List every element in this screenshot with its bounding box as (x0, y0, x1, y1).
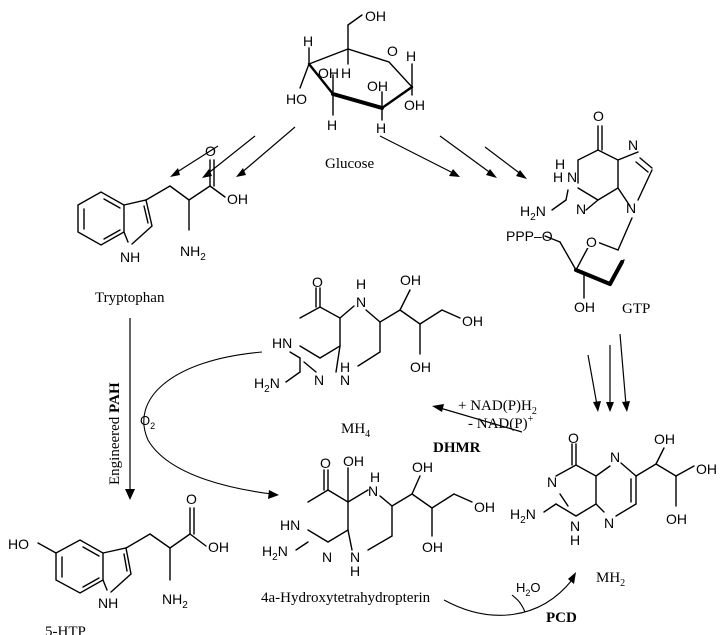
hydroxy-structure: O HN H2N N OH N H N H OH OH OH 4a-Hydrox… (261, 453, 495, 606)
htp-structure: HO NH O OH NH2 5-HTP (8, 491, 229, 635)
hydroxy-label: 4a-Hydroxytetrahydropterin (261, 590, 431, 606)
mh4-oh: OH (462, 313, 483, 329)
mh2-oh: OH (654, 431, 675, 447)
mh4-nh: N (356, 294, 366, 310)
mh2-label: MH2 (596, 570, 625, 589)
gtp-n1: N (567, 169, 577, 185)
tryptophan-nh: NH (120, 249, 140, 265)
mh4-hn: HN (272, 335, 292, 351)
gtp-n7: N (628, 137, 638, 153)
htp-nh2: NH2 (162, 591, 188, 611)
gtp-ppp-o: PPP–O (506, 228, 553, 244)
gtp-oh: OH (574, 299, 595, 315)
mh2-oh: OH (666, 511, 687, 527)
hydroxy-nh-bottom: N (350, 549, 360, 565)
mh4-o: O (312, 274, 323, 290)
mh2-h2n: H2N (510, 506, 536, 526)
nadph2-label: + NAD(P)H2 (458, 398, 537, 417)
glucose-ring-o: O (387, 43, 398, 59)
glucose-oh: OH (404, 97, 425, 113)
dhmr-label: DHMR (433, 440, 481, 456)
glucose-oh: OH (318, 65, 339, 81)
pah-arrow: Engineered PAH (107, 318, 135, 500)
tryptophan-nh2: NH2 (180, 243, 206, 263)
htp-ho: HO (8, 536, 29, 552)
mh2-nh: N (570, 518, 580, 534)
hydroxy-nh-h: H (370, 469, 380, 485)
hydroxy-o: O (320, 455, 331, 471)
hydroxy-n: N (322, 549, 332, 565)
mh2-structure: O N H2N N H N N OH OH OH MH2 (510, 430, 717, 589)
mh2-n5: N (610, 449, 620, 465)
pah-label: Engineered PAH (107, 382, 123, 485)
htp-nh: NH (98, 595, 118, 611)
hydroxy-oh: OH (474, 499, 495, 515)
mh4-oh: OH (400, 272, 421, 288)
gtp-n3: N (576, 201, 586, 217)
glucose-ho: HO (286, 91, 307, 107)
mh4-nh-h: H (356, 276, 366, 292)
hydroxy-hn: HN (280, 517, 300, 533)
nadp-label: - NAD(P)+ (468, 414, 534, 432)
hydroxy-h2n: H2N (262, 543, 288, 563)
gtp-h: H (555, 156, 565, 172)
mh4-to-hydroxy-curve: O2 (140, 351, 279, 499)
gtp-nh: H (553, 169, 563, 185)
dhmr-arrow: + NAD(P)H2 - NAD(P)+ DHMR (432, 398, 537, 456)
hydroxy-oh: OH (412, 459, 433, 475)
pcd-arrow: H2O PCD (443, 572, 577, 626)
hydroxy-4a-oh: OH (343, 453, 364, 469)
mh2-n: N (547, 474, 557, 490)
htp-oh: OH (208, 539, 229, 555)
htp-o: O (186, 491, 197, 507)
glucose-oh: OH (367, 78, 388, 94)
gtp-label: GTP (622, 301, 650, 317)
mh4-oh: OH (410, 359, 431, 375)
h2o-label: H2O (516, 580, 541, 598)
pcd-label: PCD (546, 610, 577, 626)
glucose-h: H (341, 65, 351, 81)
mh4-n-h: H (340, 359, 350, 375)
gtp-h2n: H2N (520, 203, 546, 223)
o2-label: O2 (140, 413, 155, 431)
glucose-oh-top: OH (365, 8, 386, 24)
mh4-label: MH4 (341, 421, 370, 440)
hydroxy-nh-bottom-h: H (350, 563, 360, 579)
mh2-nh-h: H (570, 532, 580, 548)
mh4-structure: O HN N H2N N H N H OH OH OH MH4 (254, 272, 483, 440)
glucose-structure: OH O H H HO OH H H OH H OH Glucose (286, 8, 425, 172)
glucose-h: H (303, 33, 313, 49)
glucose-label: Glucose (325, 156, 374, 172)
gtp-n9: N (626, 200, 636, 216)
tryptophan-label: Tryptophan (95, 290, 165, 306)
mh4-n: N (314, 372, 324, 388)
gtp-to-mh2-arrows (587, 333, 630, 412)
htp-label: 5-HTP (45, 624, 86, 635)
gtp-ribose-o: O (586, 234, 597, 250)
gtp-structure: O H H N N N N H2N O PPP–O OH GTP (506, 108, 653, 317)
glucose-h: H (327, 117, 337, 133)
tryptophan-o: O (205, 143, 216, 159)
glucose-h: H (376, 120, 386, 136)
glucose-h: H (406, 48, 416, 64)
glucose-to-gtp-arrows (379, 135, 527, 179)
tryptophan-oh: OH (227, 191, 248, 207)
glucose-to-tryptophan-arrows (170, 126, 296, 178)
hydroxy-oh: OH (422, 539, 443, 555)
mh2-oh: OH (696, 461, 717, 477)
mh4-nh-bottom: N (340, 372, 350, 388)
mh4-h2n: H2N (254, 375, 280, 395)
mh2-n8: N (604, 515, 614, 531)
mh2-o: O (568, 430, 579, 446)
hydroxy-nh: N (368, 483, 378, 499)
gtp-o: O (593, 108, 604, 124)
tryptophan-structure: NH O OH NH2 Tryptophan (77, 143, 248, 306)
